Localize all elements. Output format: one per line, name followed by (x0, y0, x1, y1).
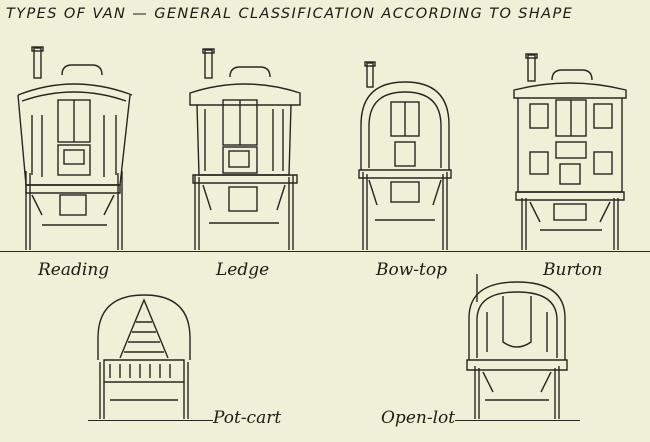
van-label-reading: Reading (38, 260, 110, 280)
ground-line-pot-cart (88, 420, 213, 421)
page-title: TYPES OF VAN — GENERAL CLASSIFICATION AC… (6, 6, 574, 22)
open-lot-van-drawing (466, 274, 568, 419)
van-label-open-lot: Open-lot (381, 408, 456, 428)
van-label-bow-top: Bow-top (376, 260, 447, 280)
van-label-ledge: Ledge (216, 260, 270, 280)
van-label-burton: Burton (543, 260, 603, 280)
ground-line-top-row (0, 251, 650, 252)
pot-cart-drawing (97, 294, 191, 419)
burton-van-drawing (513, 53, 627, 250)
ground-line-open-lot (455, 420, 580, 421)
ledge-van-drawing (189, 48, 301, 250)
van-label-pot-cart: Pot-cart (213, 408, 282, 428)
bow-top-van-drawing (358, 61, 452, 250)
reading-van-drawing (17, 46, 133, 250)
